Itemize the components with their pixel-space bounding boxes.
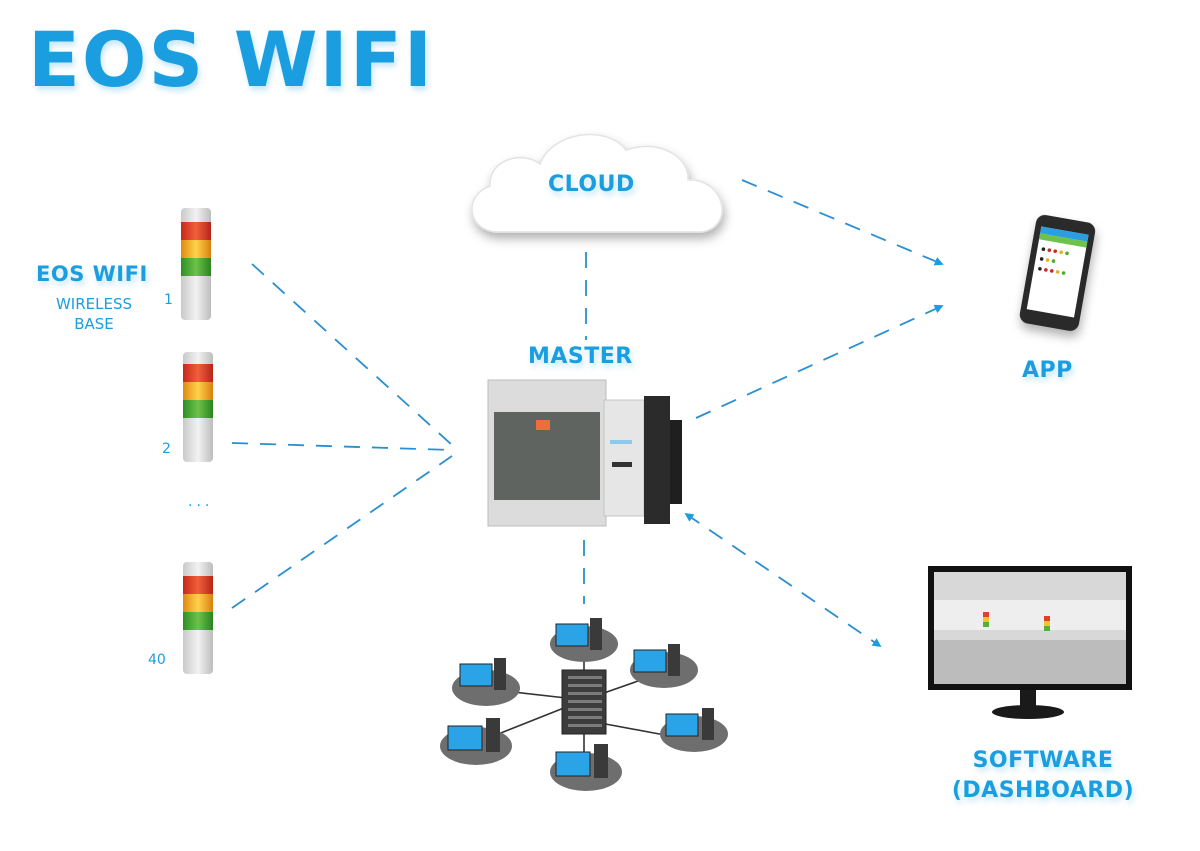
connection-tower40-master xyxy=(231,455,453,609)
wireless-base-label: EOS WIFI xyxy=(36,262,148,286)
tower-light-1 xyxy=(181,208,211,320)
connection-cloud-app xyxy=(741,179,944,266)
connection-master-app xyxy=(695,304,944,419)
wireless-base-sublabel: WIRELESS BASE xyxy=(55,295,133,333)
tower-ellipsis: ... xyxy=(188,494,214,510)
connection-tower2-master xyxy=(231,442,453,451)
master-device xyxy=(487,379,682,527)
monitor-icon xyxy=(928,566,1132,719)
cloud-label: CLOUD xyxy=(548,172,635,197)
connection-master-software xyxy=(684,512,882,648)
connections xyxy=(231,179,944,648)
page-title: EOS WIFI xyxy=(28,15,435,104)
tower-light-2 xyxy=(183,352,213,462)
app-label: APP xyxy=(1022,358,1073,383)
dashboard-tower-light xyxy=(983,612,1050,631)
tower-number-2: 2 xyxy=(162,441,171,457)
server-network-icon xyxy=(440,618,728,791)
tower-number-1: 1 xyxy=(164,292,173,308)
tower-number-40: 40 xyxy=(148,652,166,668)
cloud-icon xyxy=(471,133,723,233)
smartphone-icon xyxy=(1019,215,1096,331)
server-rack xyxy=(561,669,607,735)
tower-light-40 xyxy=(183,562,213,674)
connection-tower1-master xyxy=(251,263,453,446)
master-label: MASTER xyxy=(528,344,633,369)
software-label: SOFTWARE (DASHBOARD) xyxy=(951,748,1135,803)
